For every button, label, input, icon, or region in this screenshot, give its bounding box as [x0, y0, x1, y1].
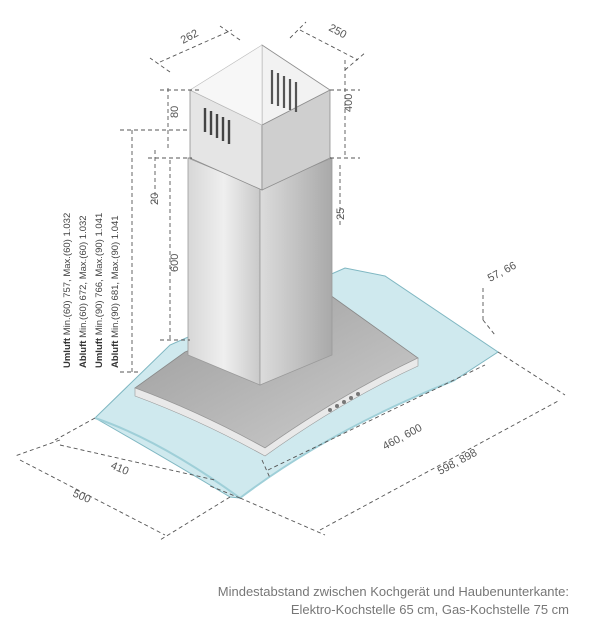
dimension-lines	[14, 21, 566, 541]
glass-edge	[94, 379, 456, 500]
dim-25: 25	[335, 208, 347, 220]
dim-500: 500	[71, 488, 93, 506]
dim-460-600: 460, 600	[381, 422, 424, 453]
footer-line-1: Mindestabstand zwischen Kochgerät und Ha…	[217, 584, 569, 599]
dim-262: 262	[179, 27, 201, 46]
footer-note: Mindestabstand zwischen Kochgerät und Ha…	[49, 583, 569, 619]
dim-57-66: 57, 66	[486, 260, 519, 285]
dim-598-898: 598, 898	[436, 447, 479, 478]
height-note-4: Abluft Min.(90) 681, Max.(90) 1.041	[110, 215, 121, 368]
vent-slots-rear	[270, 70, 298, 112]
dim-20: 20	[149, 193, 161, 205]
height-notes: Umluft Min.(60) 757, Max.(60) 1.032 Ablu…	[62, 213, 121, 368]
footer-line-2: Elektro-Kochstelle 65 cm, Gas-Kochstelle…	[290, 602, 569, 617]
height-note-2: Abluft Min.(60) 672, Max.(60) 1.032	[78, 215, 89, 368]
control-buttons	[328, 392, 360, 412]
hood-front-panel	[134, 357, 419, 457]
height-note-3: Umluft Min.(90) 766, Max.(90) 1.041	[94, 213, 105, 368]
dim-410: 410	[109, 460, 131, 478]
dim-80: 80	[169, 106, 181, 118]
vent-slots-front	[203, 108, 231, 144]
dim-600: 600	[169, 254, 181, 272]
height-note-1: Umluft Min.(60) 757, Max.(60) 1.032	[62, 213, 73, 368]
dim-400: 400	[343, 94, 355, 112]
dim-250: 250	[327, 22, 349, 41]
